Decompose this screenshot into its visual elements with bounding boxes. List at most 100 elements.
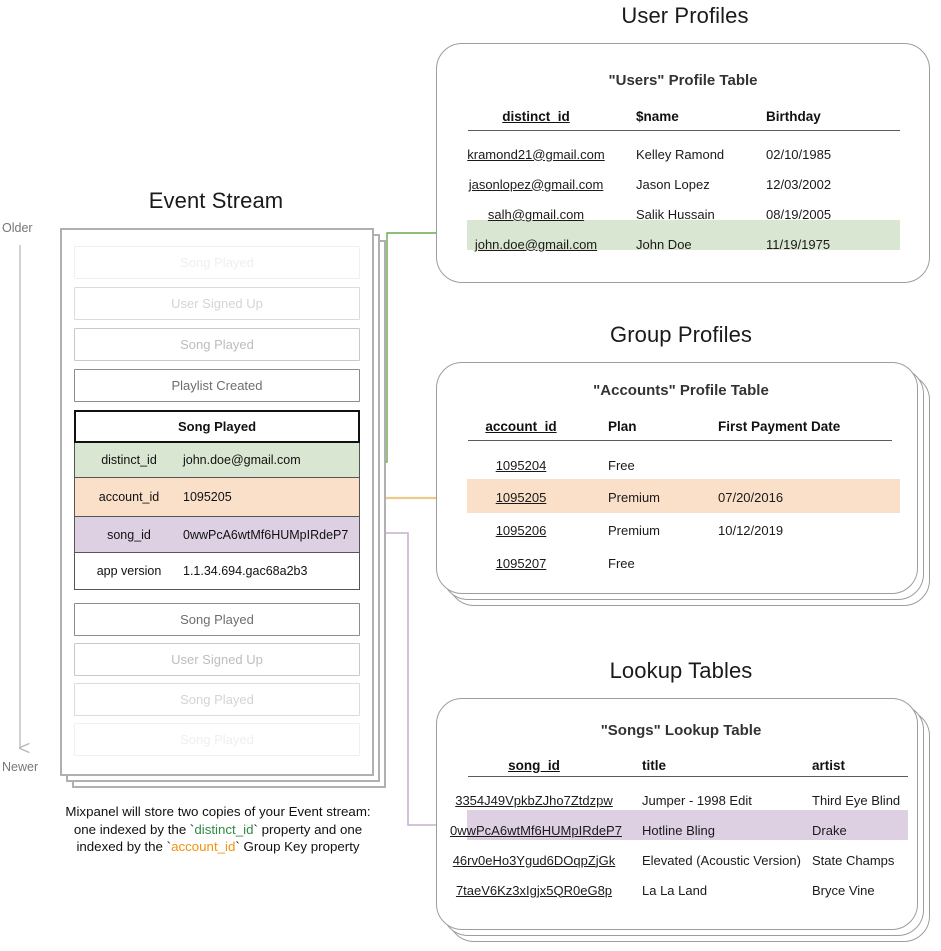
users-row-highlight (467, 220, 900, 250)
event-item[interactable]: Song Played (74, 683, 360, 716)
users-cell-distinct-id: salh@gmail.com (487, 206, 585, 222)
event-property-key: distinct_id (101, 453, 157, 467)
event-item[interactable]: Song Played (74, 723, 360, 756)
songs-cell-title: Hotline Bling (642, 822, 715, 838)
songs-cell-song-id: 3354J49VpkbZJho7Ztdzpw (455, 792, 613, 808)
accounts-col-plan: Plan (608, 418, 637, 434)
songs-col-title: title (642, 757, 667, 773)
songs-row-highlight (467, 810, 908, 840)
songs-col-song-id: song_id (508, 757, 560, 773)
event-item[interactable]: User Signed Up (74, 643, 360, 676)
users-cell-name: Salik Hussain (636, 206, 715, 222)
event-property-value: john.doe@gmail.com (183, 453, 301, 467)
songs-cell-title: La La Land (642, 882, 708, 898)
table-row[interactable]: 1095207 Free (446, 547, 916, 579)
caption-line-3-pre: indexed by the ` (76, 839, 172, 854)
table-row[interactable]: 1095206 Premium 10/12/2019 (446, 514, 916, 547)
table-row[interactable]: 46rv0eHo3Ygud6DOqpZjGk Elevated (Acousti… (446, 845, 916, 875)
users-col-distinct-id: distinct_id (502, 108, 570, 124)
event-property-distinct-id[interactable]: distinct_id john.doe@gmail.com (74, 443, 360, 478)
accounts-cell-plan: Premium (608, 523, 661, 538)
accounts-table-header-row: account_id Plan First Payment Date (446, 413, 916, 439)
event-property-value: 0wwPcA6wtMf6HUMpIRdeP7 (183, 527, 349, 542)
users-cell-distinct-id: john.doe@gmail.com (474, 236, 598, 252)
event-property-app-version[interactable]: app version 1.1.34.694.gac68a2b3 (74, 553, 360, 590)
users-cell-distinct-id: jasonlopez@gmail.com (468, 176, 604, 192)
caption-line-2-post: ` property and one (253, 821, 363, 837)
event-item[interactable]: Playlist Created (74, 369, 360, 402)
accounts-cell-account-id: 1095207 (495, 555, 547, 571)
songs-cell-song-id: 7taeV6Kz3xIgjx5QR0eG8p (455, 882, 613, 898)
event-item[interactable]: Song Played (74, 246, 360, 279)
event-property-key: app version (96, 564, 162, 578)
event-property-value: 1.1.34.694.gac68a2b3 (183, 564, 308, 578)
accounts-cell-plan: Premium (608, 490, 661, 505)
users-table-header-row: distinct_id $name Birthday (446, 103, 920, 129)
users-cell-name: Jason Lopez (636, 176, 710, 192)
users-cell-distinct-id: kramond21@gmail.com (467, 146, 605, 162)
table-row[interactable]: salh@gmail.com Salik Hussain 08/19/2005 (446, 199, 920, 229)
event-item[interactable]: Song Played (74, 603, 360, 636)
user-profiles-title: User Profiles (621, 3, 749, 28)
event-property-account-id[interactable]: account_id 1095205 (74, 478, 360, 517)
songs-col-artist: artist (812, 757, 846, 773)
songs-lookup-table: "Songs" Lookup Table song_id title artis… (446, 722, 916, 905)
songs-cell-artist: Bryce Vine (812, 882, 875, 898)
users-table-title: "Users" Profile Table (608, 72, 758, 89)
selected-event-header[interactable]: Song Played (74, 410, 360, 443)
accounts-col-first-payment: First Payment Date (718, 418, 841, 434)
table-row[interactable]: jasonlopez@gmail.com Jason Lopez 12/03/2… (446, 169, 920, 199)
event-property-value: 1095205 (183, 490, 232, 504)
caption-line-1: Mixpanel will store two copies of your E… (65, 804, 371, 819)
songs-cell-artist: Drake (812, 822, 847, 838)
accounts-cell-account-id: 1095206 (495, 523, 547, 538)
songs-cell-song-id: 46rv0eHo3Ygud6DOqpZjGk (452, 852, 616, 868)
songs-cell-artist: State Champs (812, 852, 895, 868)
users-cell-birthday: 02/10/1985 (766, 146, 832, 162)
users-cell-name: Kelley Ramond (636, 146, 725, 162)
users-cell-birthday: 12/03/2002 (766, 176, 832, 192)
users-header-rule (468, 130, 900, 131)
caption-code-account-id: account_id (171, 839, 236, 854)
caption-line-2: one indexed by the `distinct_id` propert… (36, 821, 400, 839)
table-row[interactable]: 1095205 Premium 07/20/2016 (446, 481, 916, 514)
accounts-table-title: "Accounts" Profile Table (593, 382, 769, 399)
time-axis-older-label: Older (2, 221, 33, 235)
songs-cell-artist: Third Eye Blind (812, 792, 901, 808)
users-cell-birthday: 08/19/2005 (766, 206, 832, 222)
songs-cell-title: Elevated (Acoustic Version) (642, 852, 801, 868)
event-stream-title: Event Stream (148, 188, 284, 213)
table-row[interactable]: 0wwPcA6wtMf6HUMpIRdeP7 Hotline Bling Dra… (446, 815, 916, 845)
accounts-cell-plan: Free (608, 457, 635, 473)
accounts-cell-first-payment: 07/20/2016 (718, 490, 784, 505)
accounts-cell-account-id: 1095205 (495, 490, 547, 505)
songs-header-rule (468, 776, 908, 777)
caption-line-3: indexed by the `account_id` Group Key pr… (36, 838, 400, 856)
table-row[interactable]: 1095204 Free (446, 449, 916, 481)
accounts-header-rule (468, 440, 892, 441)
caption-line-2-pre: one indexed by the ` (73, 821, 195, 837)
time-axis-newer-label: Newer (2, 760, 39, 774)
table-row[interactable]: 3354J49VpkbZJho7Ztdzpw Jumper - 1998 Edi… (446, 785, 916, 815)
accounts-col-account-id: account_id (485, 418, 557, 434)
table-row[interactable]: kramond21@gmail.com Kelley Ramond 02/10/… (446, 139, 920, 169)
event-property-song-id[interactable]: song_id 0wwPcA6wtMf6HUMpIRdeP7 (74, 517, 360, 553)
accounts-cell-first-payment: 10/12/2019 (718, 523, 784, 538)
accounts-row-highlight (467, 479, 900, 513)
table-row[interactable]: john.doe@gmail.com John Doe 11/19/1975 (446, 229, 920, 259)
caption-code-distinct-id: distinct_id (194, 821, 254, 837)
songs-cell-song-id: 0wwPcA6wtMf6HUMpIRdeP7 (450, 822, 622, 838)
songs-table-title: "Songs" Lookup Table (600, 722, 762, 739)
event-item[interactable]: Song Played (74, 328, 360, 361)
accounts-profile-table: "Accounts" Profile Table account_id Plan… (446, 382, 916, 579)
lookup-tables-title: Lookup Tables (609, 658, 753, 683)
event-item[interactable]: User Signed Up (74, 287, 360, 320)
group-profiles-title: Group Profiles (609, 322, 752, 347)
accounts-cell-plan: Free (608, 555, 635, 571)
users-cell-birthday: 11/19/1975 (766, 236, 831, 252)
table-row[interactable]: 7taeV6Kz3xIgjx5QR0eG8p La La Land Bryce … (446, 875, 916, 905)
songs-cell-title: Jumper - 1998 Edit (642, 792, 752, 808)
songs-table-header-row: song_id title artist (446, 753, 916, 777)
event-property-key: song_id (107, 527, 151, 542)
caption-line-3-post: ` Group Key property (235, 839, 360, 854)
